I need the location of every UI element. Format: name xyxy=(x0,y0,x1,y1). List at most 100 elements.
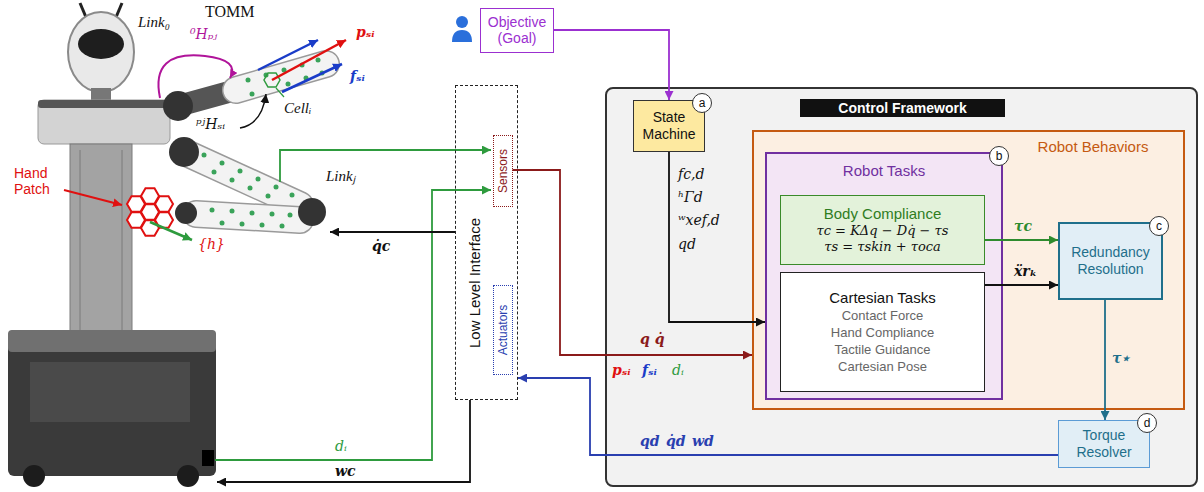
skin-cells xyxy=(220,161,225,166)
skin-cells xyxy=(230,209,235,214)
link-label: Link₀ xyxy=(138,14,170,31)
equation: τs = τskin + τoca xyxy=(785,239,980,255)
compliance-box: Body Complianceτc = KΔq − Dq̇ − τsτs = τ… xyxy=(780,195,985,265)
cell-frame xyxy=(282,64,342,92)
signal-arrow xyxy=(513,170,753,355)
robot-body xyxy=(38,100,170,108)
actuators-box: Actuators xyxy=(493,285,513,375)
signal-name: qd xyxy=(640,433,660,449)
robot-arm xyxy=(298,198,326,226)
skin-cells xyxy=(286,82,291,87)
signal-name: dᵢ xyxy=(335,438,347,454)
cell-frame xyxy=(240,94,266,128)
position-vector: pₛᵢ xyxy=(356,24,375,40)
skin-cells xyxy=(202,58,325,229)
link-label: Linkⱼ xyxy=(326,168,356,185)
actuators-label: Actuators xyxy=(496,304,510,355)
robot-arm xyxy=(184,152,300,205)
robot-body xyxy=(177,465,199,487)
signal-name: wc xyxy=(335,463,356,479)
signal-name: wd xyxy=(692,433,714,449)
panel-title: Robot Behaviors xyxy=(1008,138,1178,155)
signal-wires xyxy=(280,150,491,182)
signal-name: q̇c xyxy=(372,238,390,254)
robot-body xyxy=(8,330,216,476)
behaviors-panel: Robot BehaviorsRobot TasksbBody Complian… xyxy=(752,130,1185,410)
signal-name: q q̇ xyxy=(640,331,664,347)
robot-body xyxy=(38,100,170,144)
tasks-panel: Robot TasksbBody Complianceτc = KΔq − Dq… xyxy=(765,152,1003,400)
robot-arm xyxy=(163,64,326,226)
edge-label: τ⋆ xyxy=(1112,350,1130,366)
hand-patch xyxy=(64,188,192,240)
signal-arrow xyxy=(554,30,669,100)
user-icon xyxy=(452,16,472,42)
edge-label: ẍrₖ xyxy=(1014,263,1037,279)
skin-cells xyxy=(316,58,321,63)
robot-arm xyxy=(163,91,193,121)
goal-label: Objective (Goal) xyxy=(483,14,551,48)
robot-arm xyxy=(196,214,300,220)
skin-cells xyxy=(238,169,243,174)
skin-cells xyxy=(266,194,271,199)
signal-arrow xyxy=(985,239,1058,241)
step-badge: d xyxy=(1137,413,1157,433)
skin-cells xyxy=(250,92,255,97)
cell-frame xyxy=(158,40,346,128)
signal-name: fₛᵢ xyxy=(642,362,657,378)
signal-name: pₛᵢ xyxy=(612,362,631,378)
hand-patch xyxy=(141,188,159,204)
box-label: Redundancy Resolution xyxy=(1064,244,1157,279)
skin-cells xyxy=(220,221,225,226)
robot-body xyxy=(202,450,214,466)
signal-name: q̇d xyxy=(666,433,686,449)
robot-name: TOMM xyxy=(205,3,255,21)
interface-box: Low Level InterfaceSensorsActuators xyxy=(455,85,518,400)
edge-label: τc xyxy=(1014,218,1032,234)
robot-body xyxy=(80,150,81,330)
equation: τc = KΔq − Dq̇ − τs xyxy=(785,223,980,239)
robot-body xyxy=(8,3,216,487)
signal-wires xyxy=(215,150,491,482)
cartesian-box: Cartesian TasksContact ForceHand Complia… xyxy=(780,272,985,392)
user-icon xyxy=(452,30,472,42)
skin-cells xyxy=(240,222,245,227)
skin-cells xyxy=(248,186,253,191)
signal-wires xyxy=(215,190,491,460)
robot-arm xyxy=(184,152,300,205)
frame-label: {h} xyxy=(198,236,225,252)
task-item: Tactile Guidance xyxy=(785,342,980,359)
redundancy-box: Redundancy Resolutionc xyxy=(1058,222,1163,300)
signal-name: ʰΓd xyxy=(678,189,703,205)
skin-cells xyxy=(202,153,207,158)
skin-cells xyxy=(260,223,265,228)
cell-frame xyxy=(272,40,346,80)
signal-arrow xyxy=(985,284,1058,286)
signal-name: fc,d xyxy=(678,166,704,182)
skin-cells xyxy=(280,224,285,229)
transform-label: ⁰Hₚⱼ xyxy=(190,26,217,42)
transform-label: ᵖʲHₛᵢ xyxy=(196,116,225,132)
signal-wires xyxy=(217,400,470,482)
robot-body xyxy=(78,29,124,59)
box-title: Cartesian Tasks xyxy=(785,288,980,308)
cell-label: Cellᵢ xyxy=(284,100,311,117)
user-icon xyxy=(456,16,468,28)
task-item: Cartesian Pose xyxy=(785,359,980,376)
hand-patch xyxy=(150,222,192,240)
skin-cells xyxy=(212,170,217,175)
signal-arrow xyxy=(669,152,765,322)
robot-body xyxy=(8,330,216,352)
skin-cells xyxy=(288,213,293,218)
task-item: Hand Compliance xyxy=(785,325,980,342)
box-label: State Machine xyxy=(636,109,702,143)
step-badge: c xyxy=(1149,216,1169,236)
skin-cells xyxy=(270,212,275,217)
box-title: Body Compliance xyxy=(785,205,980,223)
signal-name: qd xyxy=(678,236,696,252)
sensors-box: Sensors xyxy=(493,135,513,207)
panel-title: Robot Tasks xyxy=(767,162,1001,179)
patch-label: Hand Patch xyxy=(14,165,64,197)
